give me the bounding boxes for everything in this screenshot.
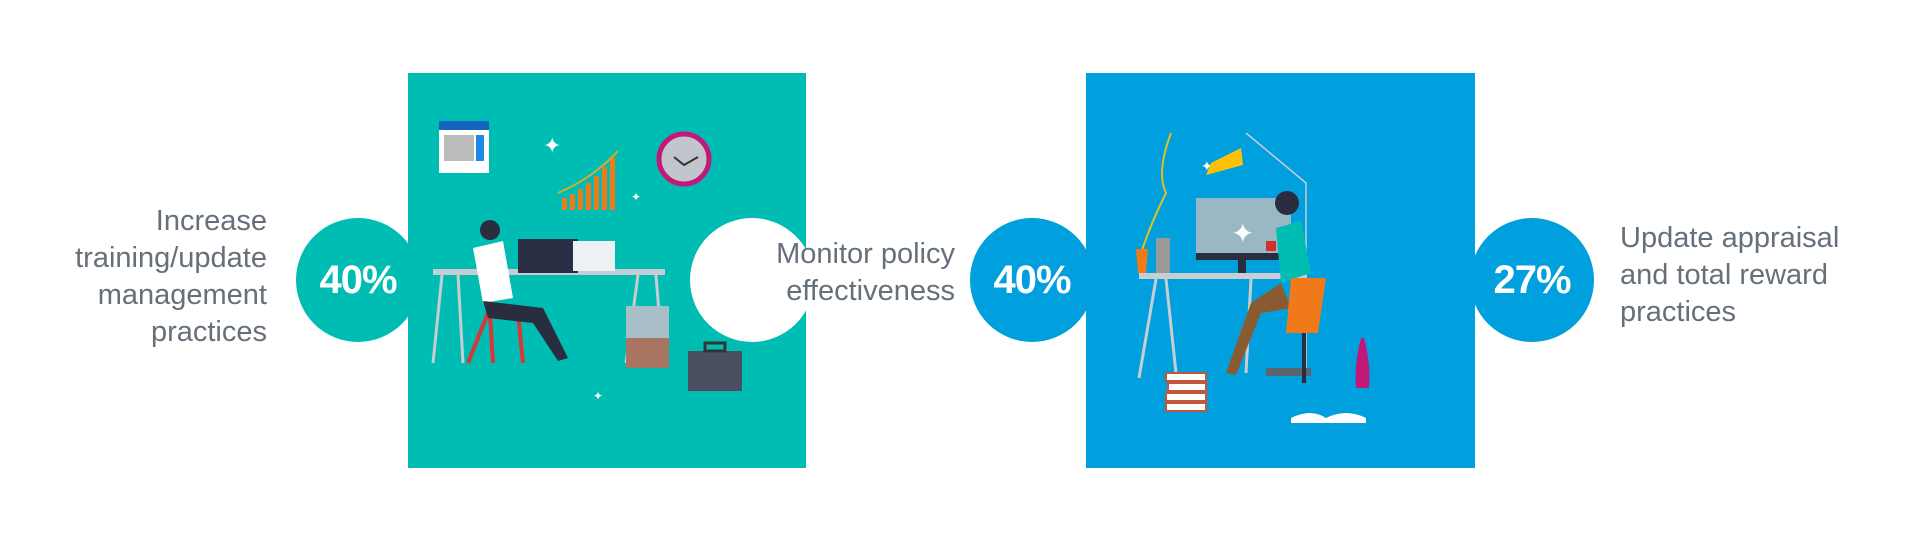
book-stack bbox=[1165, 372, 1207, 412]
connector-circle bbox=[690, 218, 814, 342]
laptop bbox=[518, 239, 578, 273]
label-training: Increase training/update management prac… bbox=[75, 203, 267, 351]
growth-chart-icon bbox=[562, 157, 615, 210]
office-woman-illustration: ✦ ✦ bbox=[1136, 132, 1370, 423]
man-on-phone bbox=[473, 220, 568, 361]
svg-text:✦: ✦ bbox=[1231, 218, 1254, 249]
label-line: practices bbox=[150, 316, 267, 348]
label-line: and total reward bbox=[1620, 259, 1828, 291]
woman-at-desk bbox=[1226, 191, 1311, 375]
chair bbox=[1286, 278, 1326, 333]
label-line: Update appraisal bbox=[1620, 222, 1840, 254]
open-book bbox=[1291, 413, 1366, 423]
label-monitor: Monitor policy effectiveness bbox=[776, 236, 955, 310]
office-man-illustration: ✦ ✦ ✦ bbox=[431, 121, 742, 403]
sparkle-icon: ✦ bbox=[631, 190, 641, 204]
storage-box bbox=[626, 306, 669, 338]
storage-box bbox=[626, 338, 669, 368]
briefcase-icon bbox=[688, 341, 742, 391]
paper-stack bbox=[573, 241, 615, 271]
percent-badge-monitor: 40% bbox=[970, 218, 1094, 342]
label-line: Increase bbox=[155, 205, 267, 237]
percent-badge-training: 40% bbox=[296, 218, 420, 342]
blue-illustration-panel: ✦ ✦ bbox=[1086, 73, 1475, 468]
label-line: training/update bbox=[75, 242, 267, 274]
plant bbox=[1140, 132, 1172, 254]
calendar-icon bbox=[439, 121, 489, 173]
sparkle-icon: ✦ bbox=[593, 389, 603, 403]
percent-value: 40% bbox=[993, 257, 1071, 302]
label-line: effectiveness bbox=[786, 275, 955, 307]
label-line: Monitor policy bbox=[776, 238, 955, 270]
desk bbox=[1139, 273, 1307, 279]
vase bbox=[1136, 249, 1148, 273]
percent-badge-appraisal: 27% bbox=[1470, 218, 1594, 342]
monitor: ✦ bbox=[1196, 198, 1291, 277]
percent-value: 40% bbox=[319, 257, 397, 302]
label-appraisal: Update appraisal and total reward practi… bbox=[1620, 220, 1839, 331]
label-line: practices bbox=[1620, 296, 1737, 328]
label-line: management bbox=[97, 279, 267, 311]
coffee-pot bbox=[1156, 238, 1170, 273]
percent-value: 27% bbox=[1493, 257, 1571, 302]
clock-icon bbox=[656, 131, 712, 187]
sparkle-icon: ✦ bbox=[543, 133, 561, 158]
vase bbox=[1355, 338, 1370, 388]
